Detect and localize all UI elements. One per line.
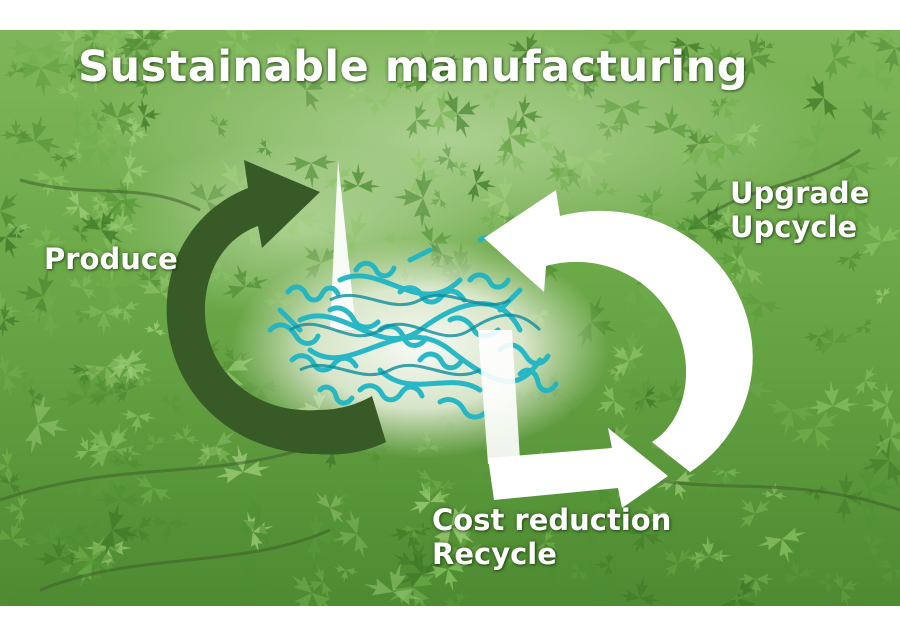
protein-structure-ribbon	[267, 235, 559, 420]
produce-arrow	[166, 160, 386, 455]
protein-helix-detail	[289, 293, 542, 377]
recycle-text: Recycle	[432, 537, 557, 572]
produce-label: Produce	[44, 242, 178, 276]
slide-title: Sustainable manufacturing	[78, 42, 749, 92]
slide: Sustainable manufacturing Produce Upgrad…	[0, 30, 900, 606]
upcycle-text: Upcycle	[730, 210, 858, 245]
cost-reduction-arrow	[478, 330, 668, 508]
cost-reduction-text: Cost reduction	[432, 503, 672, 537]
light-beam	[330, 160, 356, 330]
upgrade-text: Upgrade	[730, 176, 870, 210]
cost-reduction-recycle-label: Cost reduction Recycle	[432, 503, 671, 571]
diagram-canvas	[0, 30, 900, 606]
upgrade-cycle-arrow	[484, 190, 753, 472]
upgrade-upcycle-label: Upgrade Upcycle	[730, 176, 869, 244]
